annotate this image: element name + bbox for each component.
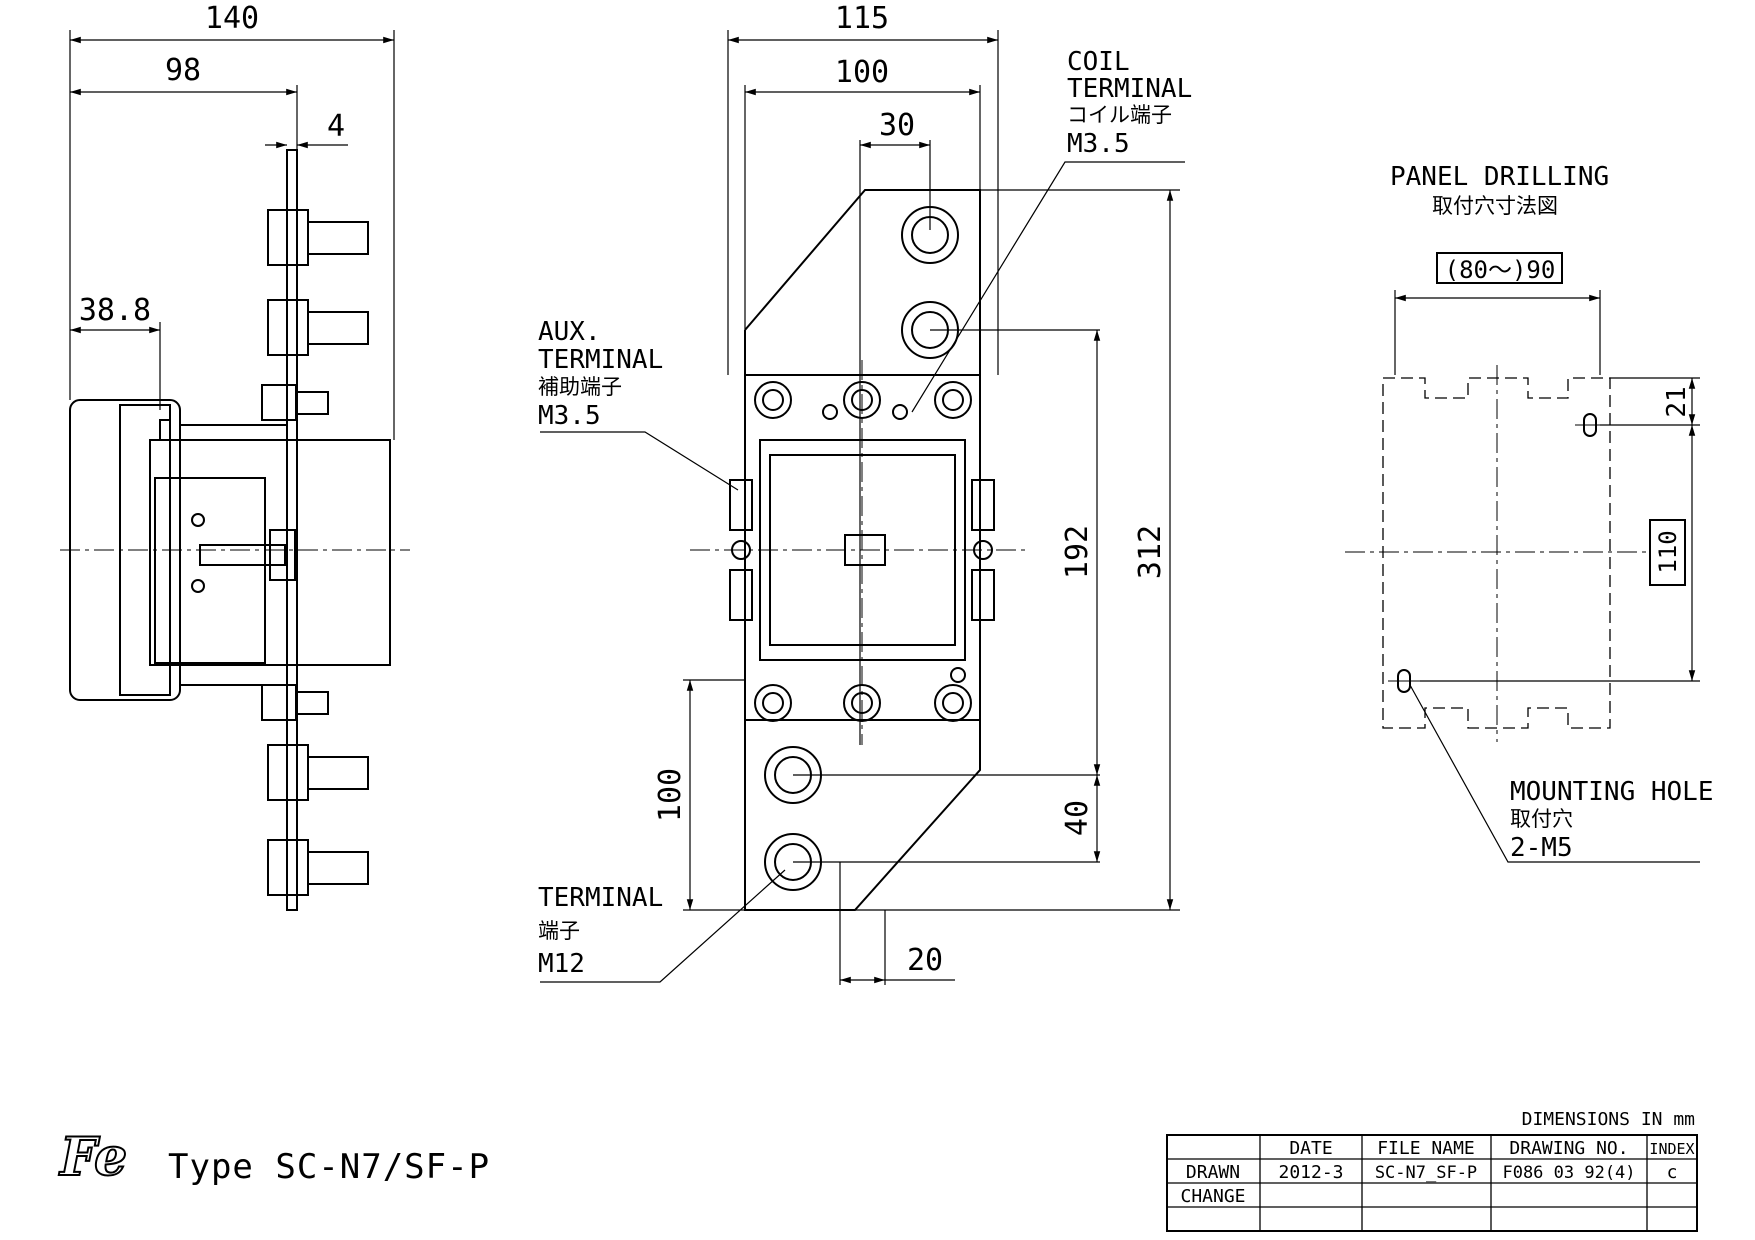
svg-text:COIL: COIL: [1067, 47, 1130, 77]
mounting-hole-label: MOUNTING HOLE 取付穴 2-M5: [1510, 777, 1714, 863]
units-note: DIMENSIONS IN mm: [1522, 1109, 1695, 1130]
front-dim-bottom-offset: 20: [907, 943, 943, 978]
svg-text:コイル端子: コイル端子: [1067, 103, 1172, 127]
front-dim-coil-pitch: 30: [879, 108, 915, 143]
svg-text:AUX.: AUX.: [538, 317, 601, 347]
tb-row-change: CHANGE: [1180, 1186, 1245, 1207]
side-dim-overall: 140: [205, 1, 259, 36]
type-label: Type SC-N7/SF-P: [168, 1147, 490, 1187]
tb-drawn-drawing-no: F086 03 92(4): [1502, 1163, 1635, 1183]
tb-row-drawn: DRAWN: [1186, 1162, 1240, 1183]
svg-text:M3.5: M3.5: [1067, 129, 1130, 159]
main-terminal-label: TERMINAL 端子 M12: [538, 883, 663, 979]
panel-drilling-view: [1345, 252, 1700, 863]
front-dim-height-terminals: 192: [1060, 525, 1095, 579]
svg-text:TERMINAL: TERMINAL: [538, 345, 663, 375]
front-dim-height-total: 312: [1133, 525, 1168, 579]
svg-text:取付穴: 取付穴: [1510, 807, 1573, 831]
drill-dim-top: 21: [1662, 386, 1692, 417]
front-dim-width-body: 100: [835, 55, 889, 90]
tb-header-date: DATE: [1289, 1138, 1332, 1159]
title-block-table: DATE FILE NAME DRAWING NO. INDEX DRAWN 2…: [1166, 1134, 1698, 1232]
svg-text:補助端子: 補助端子: [538, 375, 622, 399]
svg-text:MOUNTING HOLE: MOUNTING HOLE: [1510, 777, 1714, 807]
tb-drawn-date: 2012-3: [1278, 1162, 1343, 1183]
fe-logo: Fe: [57, 1126, 128, 1189]
side-view: [60, 30, 410, 911]
tb-drawn-index: c: [1667, 1162, 1678, 1183]
svg-text:取付穴寸法図: 取付穴寸法図: [1432, 194, 1558, 218]
tb-header-drawing-no: DRAWING NO.: [1509, 1138, 1628, 1159]
side-dim-offset: 38.8: [79, 293, 151, 328]
svg-text:M3.5: M3.5: [538, 401, 601, 431]
front-view: [540, 30, 1185, 985]
drill-dim-height: 110: [1654, 530, 1682, 573]
front-dim-lower-pitch: 40: [1060, 800, 1095, 836]
tb-header-index: INDEX: [1649, 1140, 1694, 1158]
drill-dim-width: (80～)90: [1445, 256, 1556, 284]
tb-drawn-file: SC-N7_SF-P: [1375, 1163, 1477, 1183]
aux-terminal-label: AUX. TERMINAL 補助端子 M3.5: [538, 317, 663, 431]
side-dim-mount: 98: [165, 53, 201, 88]
svg-text:TERMINAL: TERMINAL: [538, 883, 663, 913]
front-dim-lower-height: 100: [653, 768, 688, 822]
svg-text:PANEL DRILLING: PANEL DRILLING: [1390, 162, 1609, 192]
svg-text:TERMINAL: TERMINAL: [1067, 74, 1192, 104]
coil-terminal-label: COIL TERMINAL コイル端子 M3.5: [1067, 47, 1192, 159]
panel-drilling-title: PANEL DRILLING 取付穴寸法図: [1390, 162, 1609, 218]
svg-text:M12: M12: [538, 949, 585, 979]
front-dim-width-total: 115: [835, 1, 889, 36]
side-dim-plate: 4: [327, 109, 345, 144]
svg-text:Fe: Fe: [58, 1127, 127, 1188]
svg-text:端子: 端子: [538, 919, 580, 943]
svg-text:2-M5: 2-M5: [1510, 833, 1573, 863]
tb-header-file: FILE NAME: [1377, 1138, 1475, 1159]
